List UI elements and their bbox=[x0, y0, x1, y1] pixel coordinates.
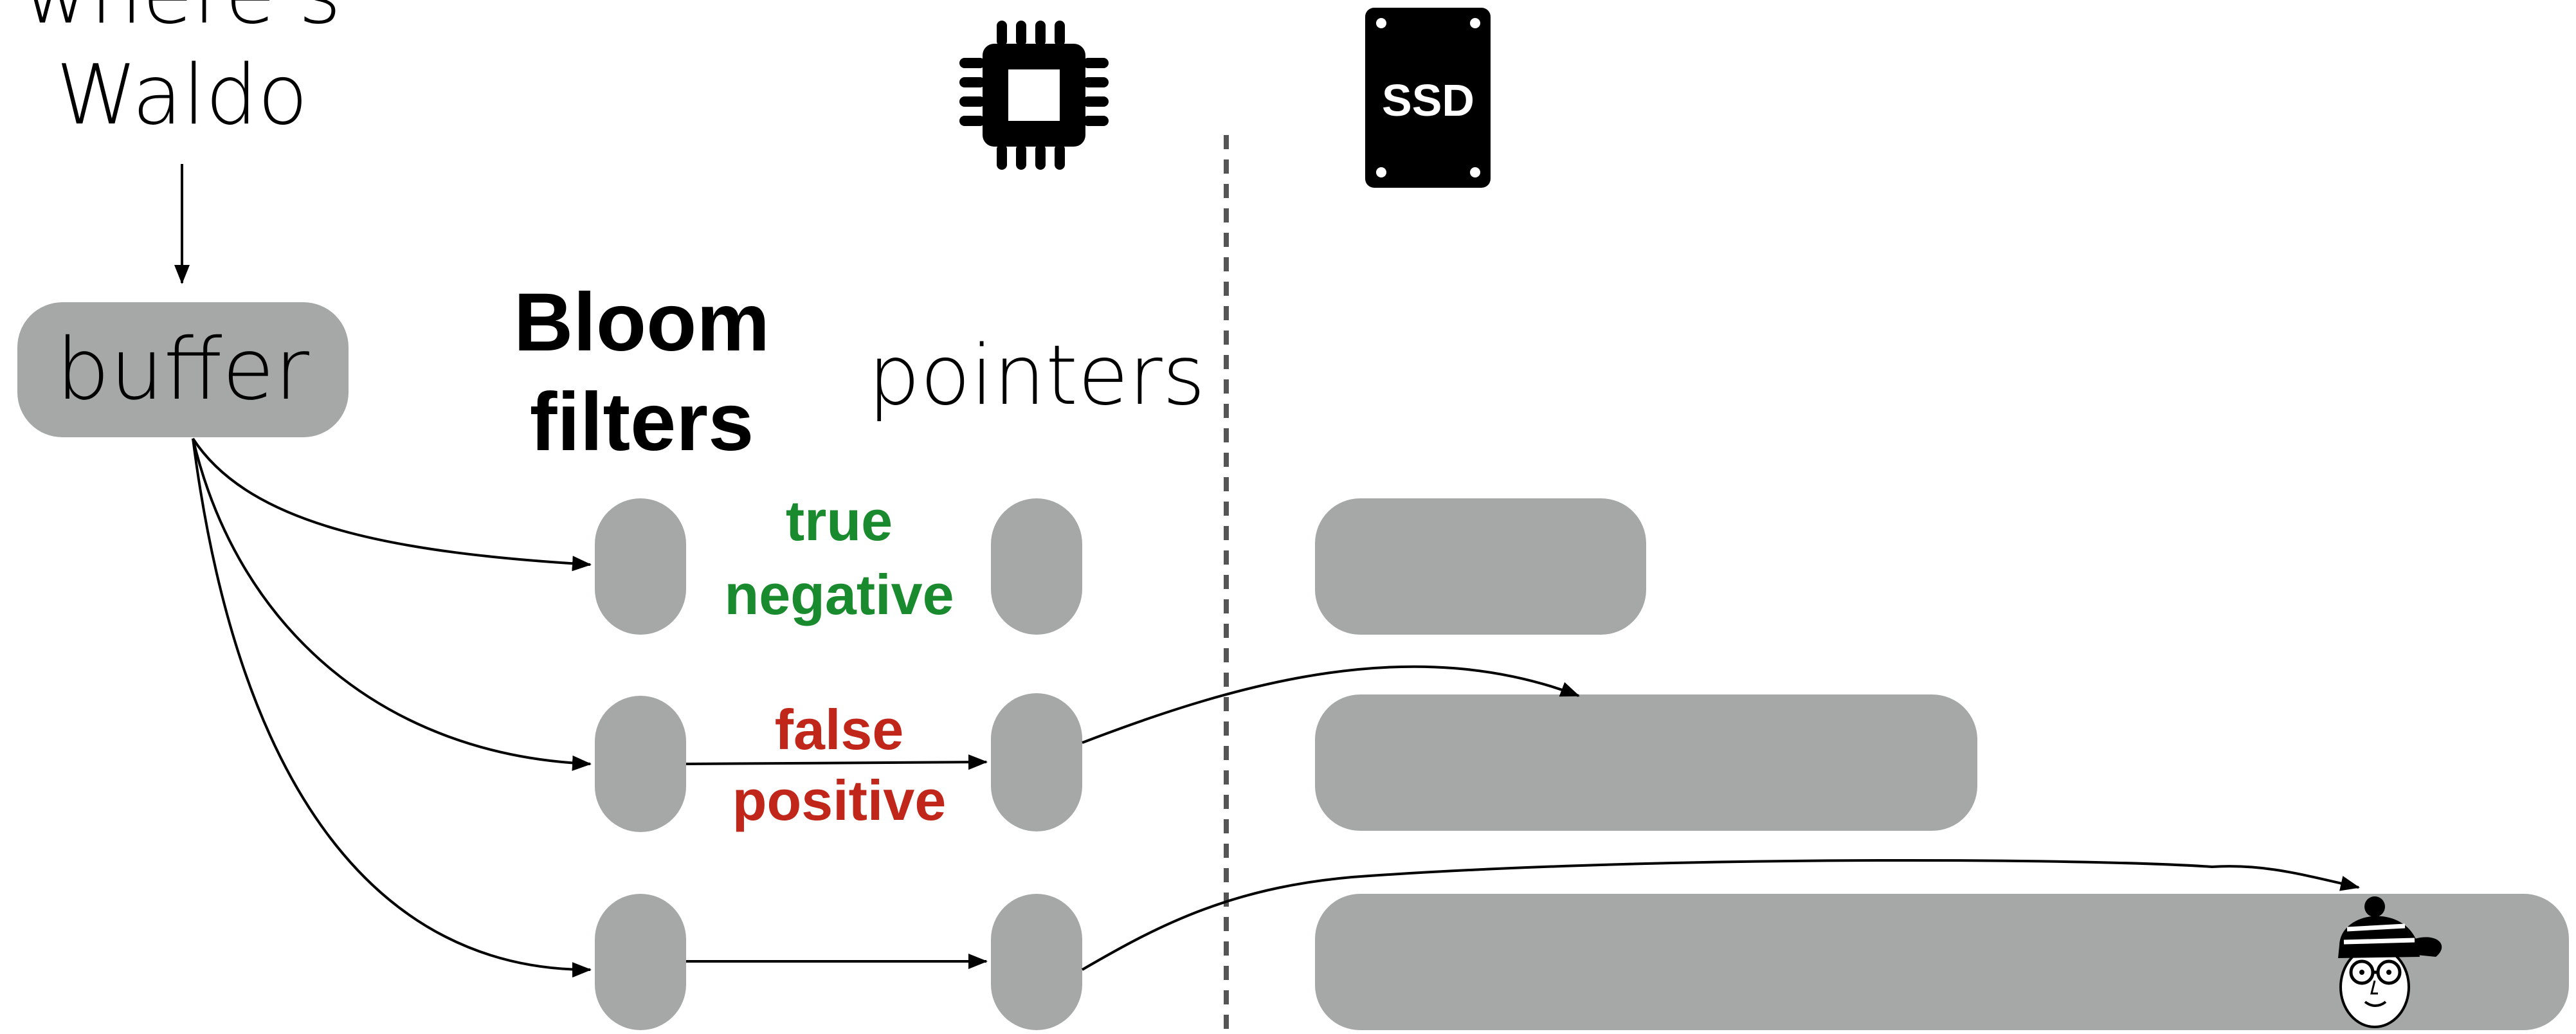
ssd-run-1 bbox=[1315, 498, 1646, 635]
bloom-filter-2 bbox=[595, 696, 686, 832]
bloom-heading-line-1: Bloom bbox=[514, 277, 770, 368]
false-positive-line-2: positive bbox=[732, 768, 947, 832]
buffer-to-bloom-2-arrow bbox=[192, 438, 592, 771]
pointer-2 bbox=[991, 693, 1082, 831]
pointer-2-to-ssd-run-2-arrow bbox=[1082, 665, 1580, 744]
pointers-heading: pointers bbox=[868, 328, 1206, 424]
true-negative-line-1: true bbox=[786, 489, 893, 552]
cpu-chip-icon bbox=[959, 21, 1109, 170]
ssd-drive-icon: SSD bbox=[1365, 8, 1491, 188]
buffer-to-bloom-1-arrow bbox=[192, 437, 592, 572]
bloom-heading-line-2: filters bbox=[530, 376, 754, 468]
true-negative-line-2: negative bbox=[724, 563, 954, 626]
false-positive-line-1: false bbox=[775, 698, 904, 761]
waldo-face-icon bbox=[2338, 896, 2442, 1028]
bloom-filter-1 bbox=[595, 498, 686, 635]
bloom-2-to-pointer-2-arrow bbox=[685, 754, 988, 770]
buffer-box bbox=[17, 302, 349, 437]
pointer-3 bbox=[991, 894, 1082, 1030]
query-line-2: Waldo bbox=[56, 48, 308, 143]
buffer-to-bloom-3-arrow bbox=[192, 438, 592, 978]
query-line-1: where's bbox=[23, 0, 341, 42]
buffer-label: buffer bbox=[56, 320, 310, 419]
pointer-1 bbox=[991, 498, 1082, 635]
ssd-run-3 bbox=[1315, 894, 2569, 1030]
ssd-run-2 bbox=[1315, 694, 1977, 831]
pointer-3-to-ssd-run-3-arrow bbox=[1081, 858, 2360, 971]
ssd-label: SSD bbox=[1382, 75, 1474, 125]
bloom-filter-3 bbox=[595, 894, 686, 1030]
